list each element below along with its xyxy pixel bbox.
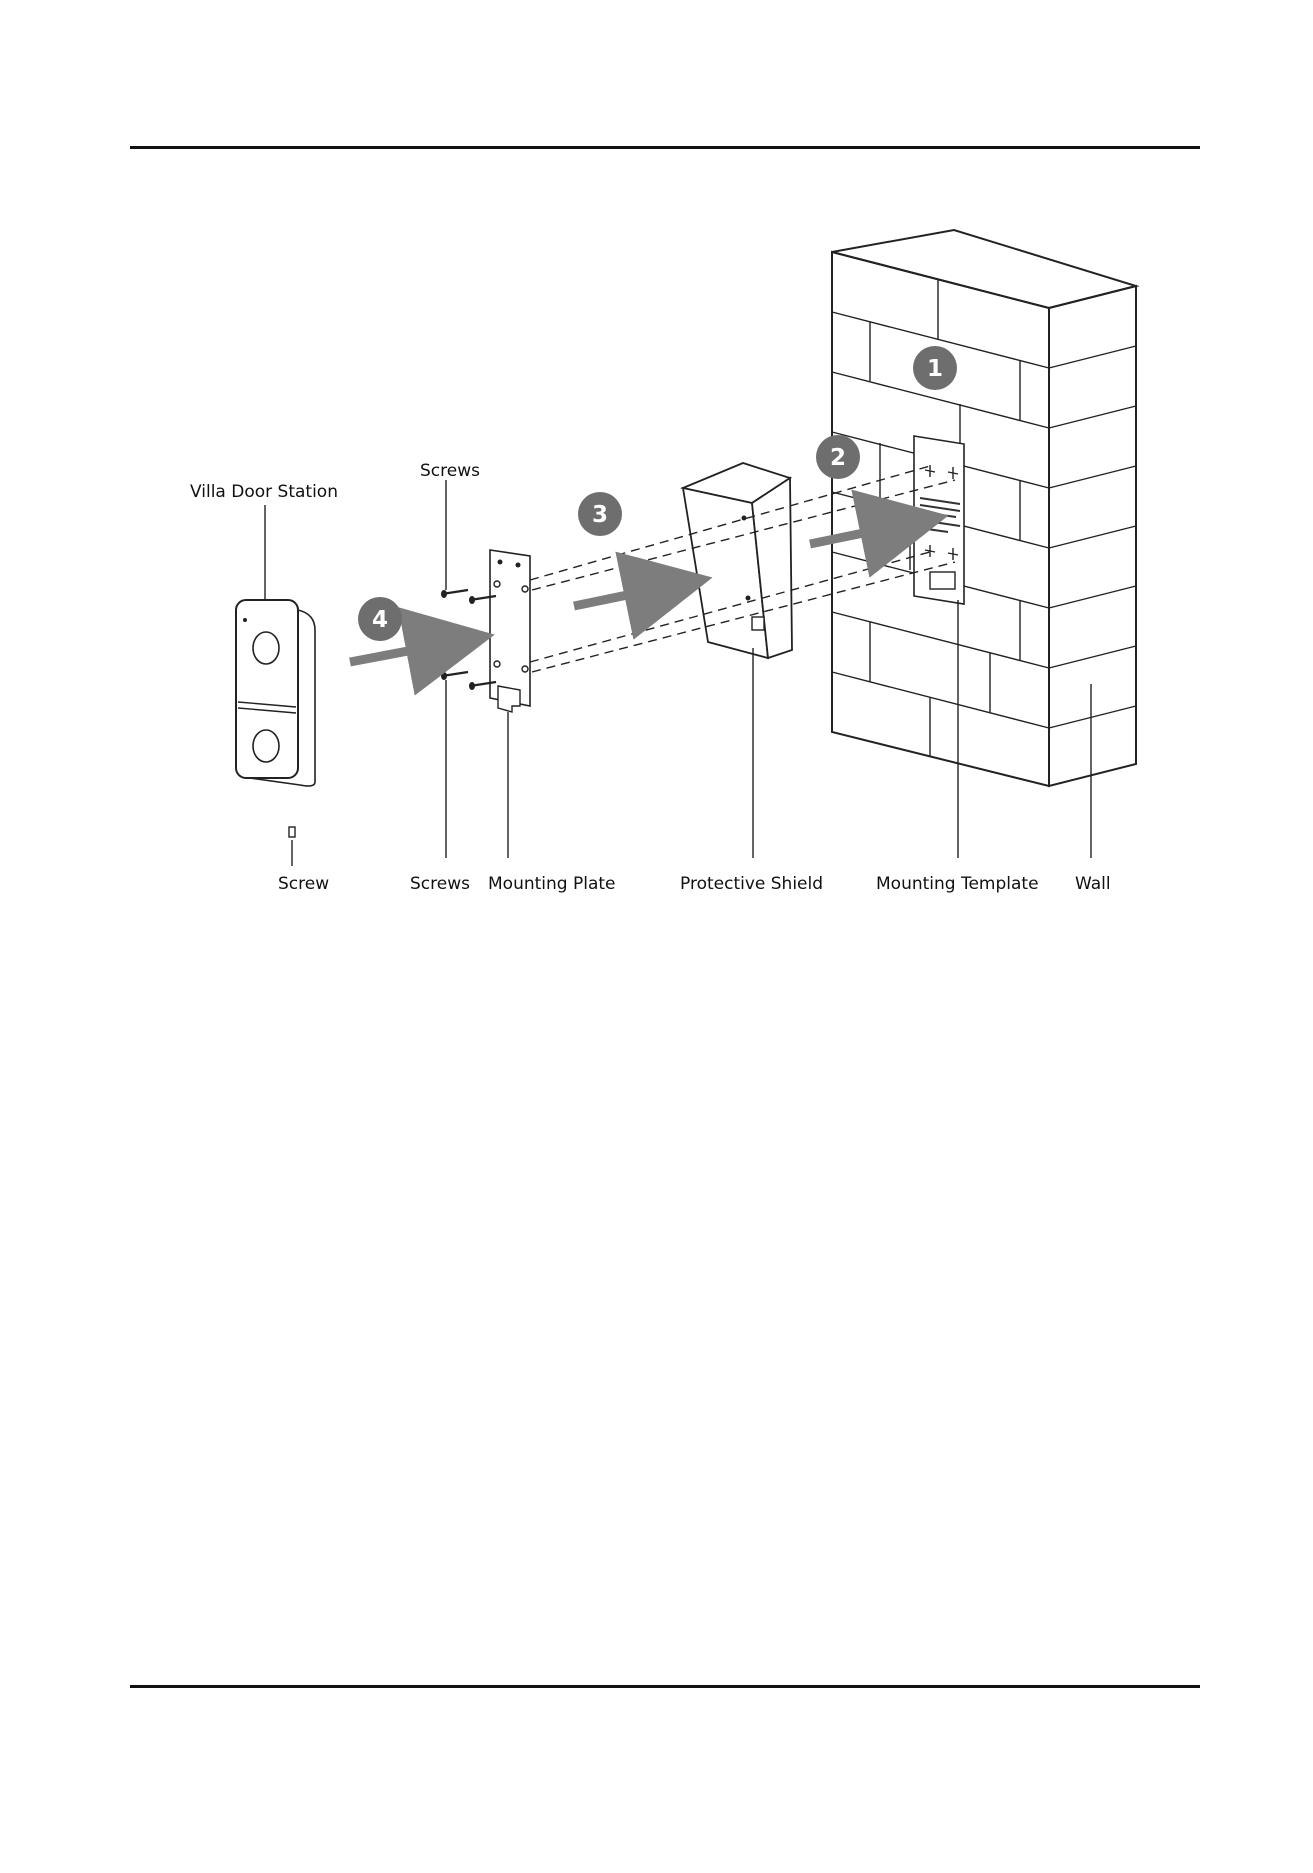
label-mounting-plate: Mounting Plate [488, 874, 616, 894]
step-badge-3: 3 [578, 492, 622, 536]
label-screws-top: Screws [420, 461, 480, 481]
svg-text:2: 2 [830, 445, 846, 471]
svg-text:1: 1 [927, 356, 943, 382]
label-villa-door-station: Villa Door Station [190, 482, 338, 502]
screw-small [289, 827, 295, 866]
step-badge-4: 4 [358, 597, 402, 641]
step-badge-1: 1 [913, 346, 957, 390]
label-wall: Wall [1075, 874, 1111, 894]
step-badge-2: 2 [816, 435, 860, 479]
screws [442, 590, 496, 686]
leader-lines [265, 480, 1091, 858]
svg-text:3: 3 [592, 502, 608, 528]
label-protective-shield: Protective Shield [680, 874, 823, 894]
mounting-template [914, 436, 964, 604]
svg-text:4: 4 [372, 607, 388, 633]
label-mounting-template: Mounting Template [876, 874, 1039, 894]
label-screws-bottom: Screws [410, 874, 470, 894]
villa-door-station [236, 600, 315, 786]
label-screw: Screw [278, 874, 329, 894]
mounting-plate [490, 550, 530, 712]
direction-arrows [350, 530, 878, 662]
